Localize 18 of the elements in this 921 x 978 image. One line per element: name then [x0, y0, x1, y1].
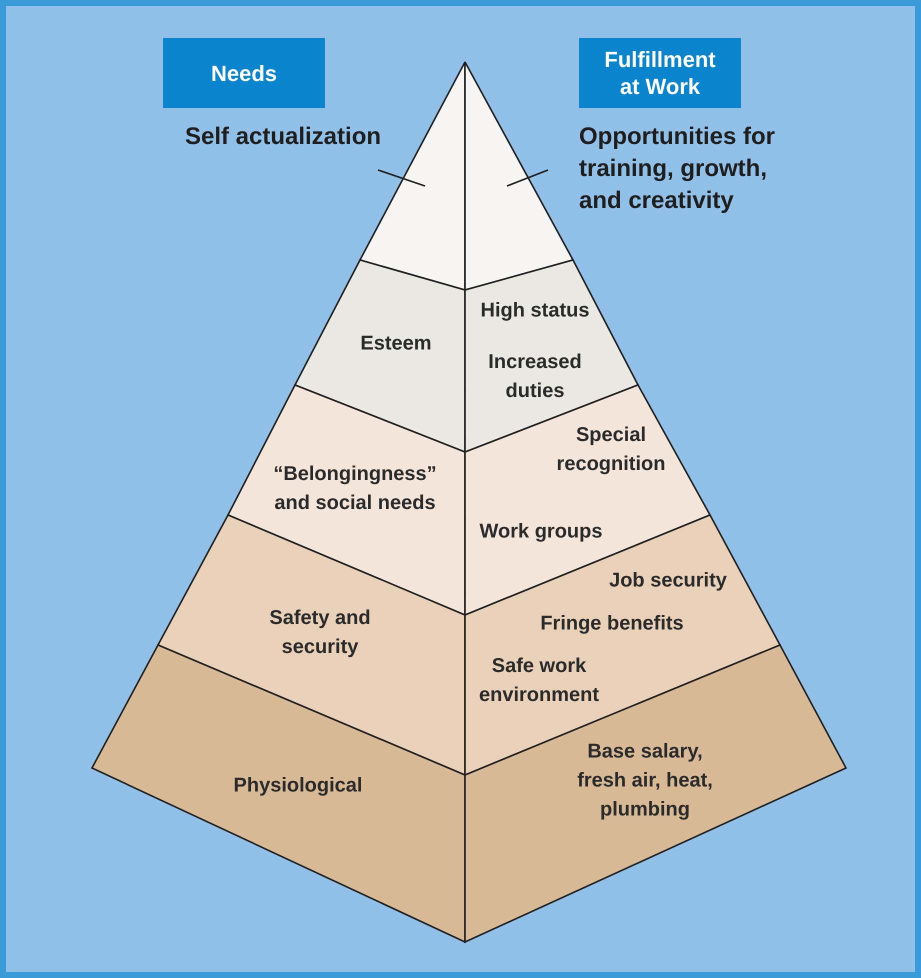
- section-label: High status: [480, 298, 590, 324]
- section-label: Increased duties: [487, 350, 583, 404]
- section-label: Physiological: [232, 774, 364, 798]
- tier-label: Self actualization: [168, 121, 398, 153]
- leader-line: [506, 169, 548, 187]
- tier-label: Opportunities for training, growth, and creativity: [579, 121, 801, 217]
- section-label: Job security: [608, 568, 728, 594]
- section-label: Safety and security: [268, 606, 372, 660]
- section-label: Special recognition: [556, 423, 666, 477]
- heading-box: Needs: [163, 38, 325, 108]
- section-label: Fringe benefits: [539, 612, 685, 636]
- section-label: Esteem: [359, 332, 433, 356]
- heading-box: Fulfillment at Work: [579, 38, 741, 108]
- leader-line: [378, 169, 426, 187]
- section-label: Base salary, fresh air, heat, plumbing: [576, 740, 714, 822]
- section-label: Safe work environment: [478, 654, 600, 708]
- section-label: Work groups: [478, 520, 604, 544]
- section-label: “Belongingness” and social needs: [272, 462, 438, 516]
